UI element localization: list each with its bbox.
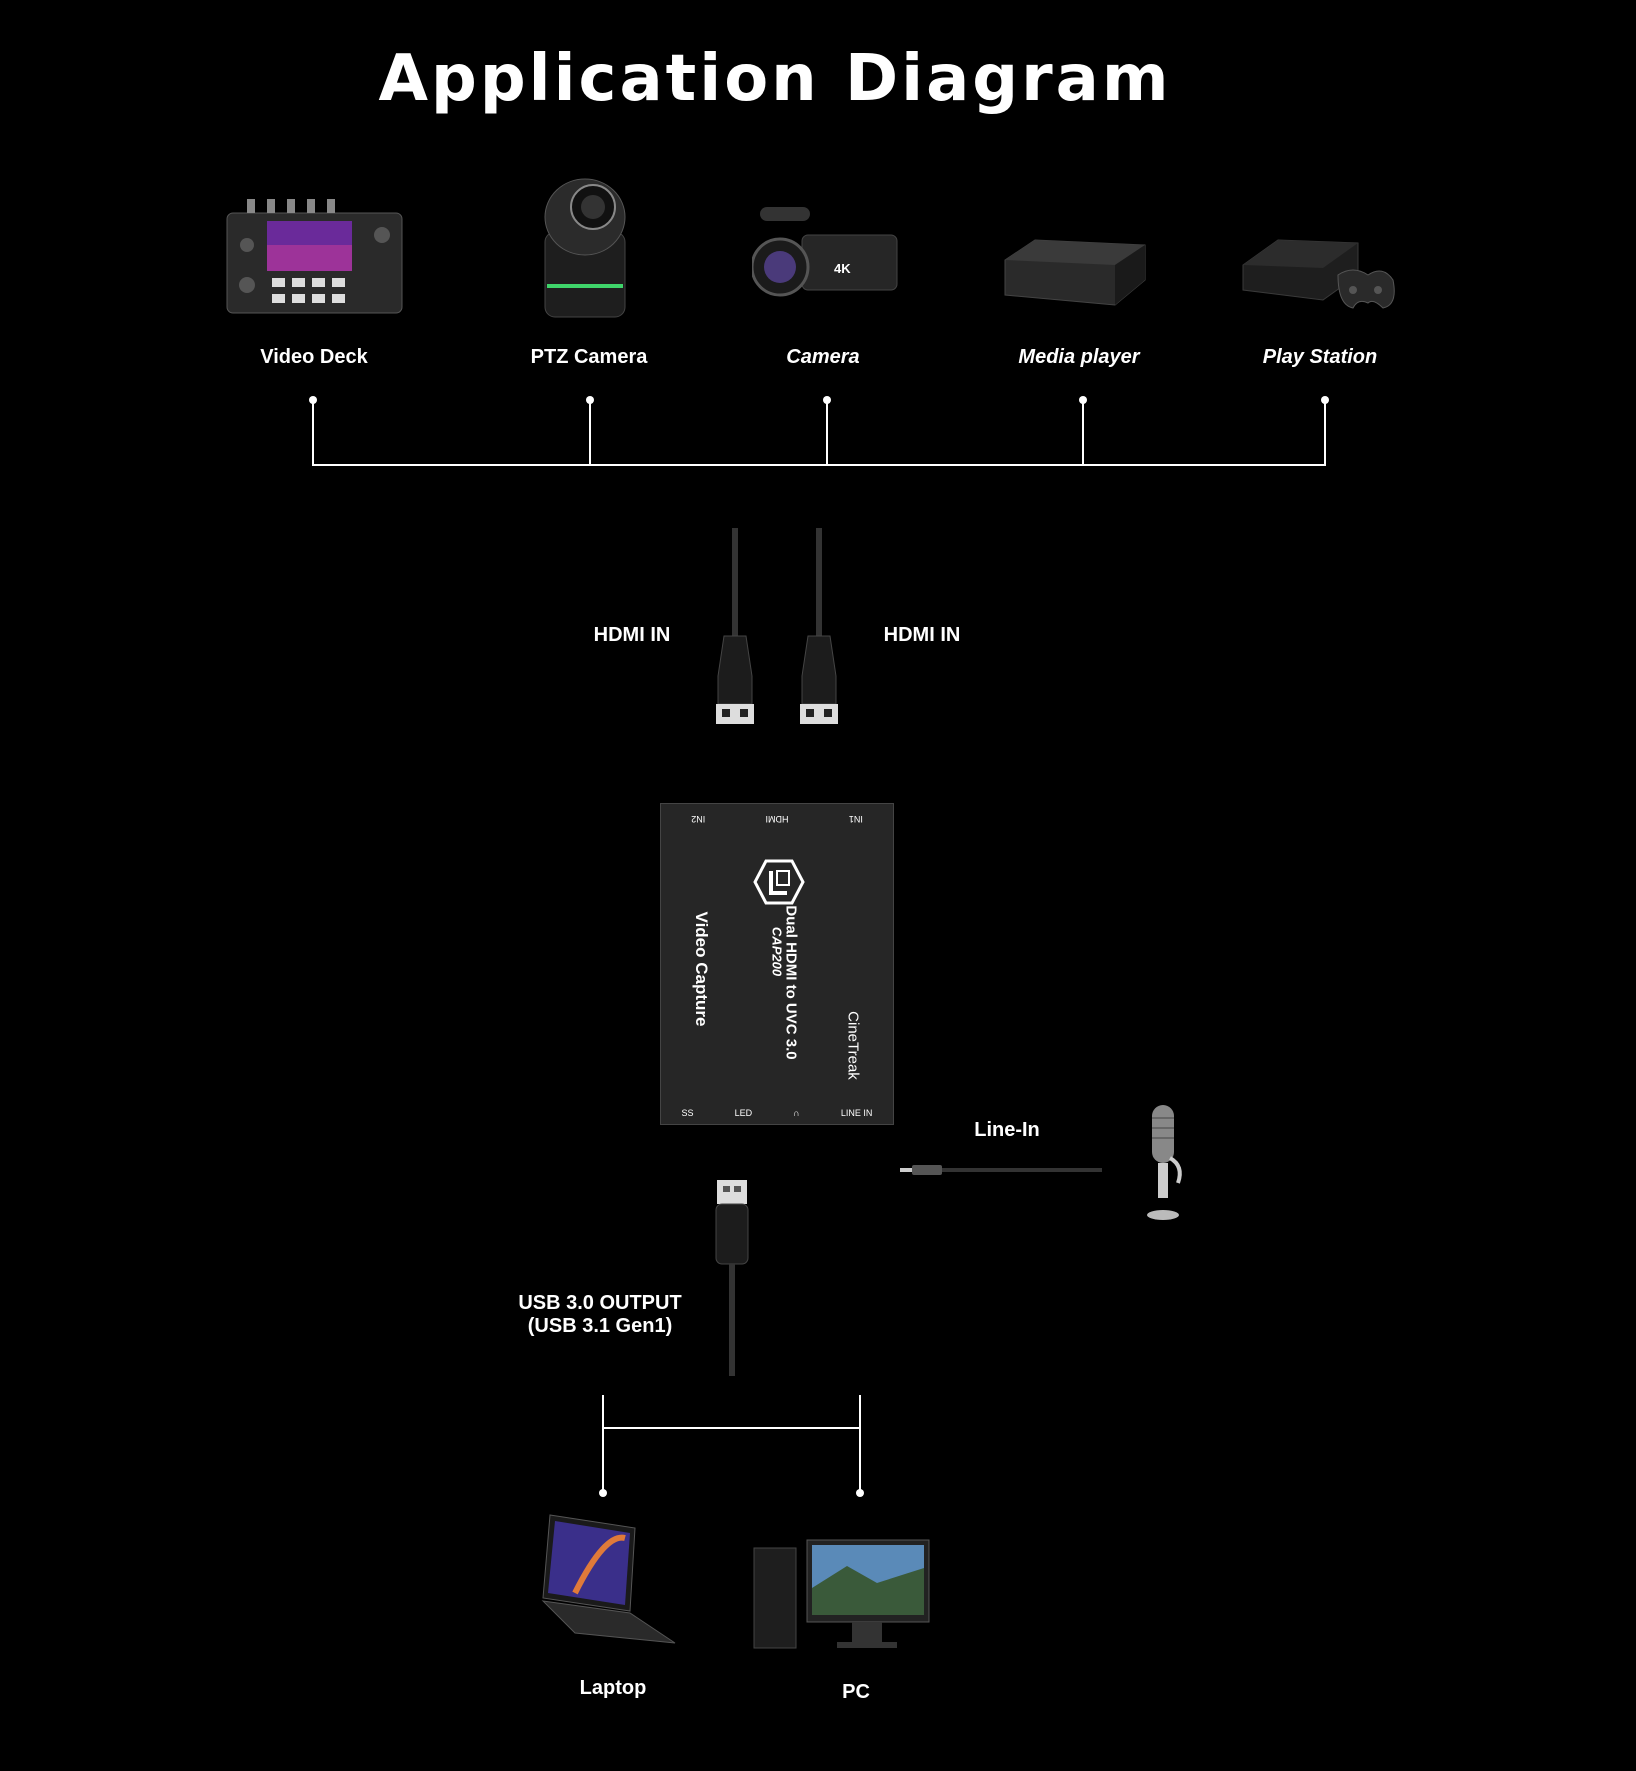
port-labels-top: IN1 HDMI IN2 — [661, 814, 893, 824]
port-labels-bottom: SS LED ∩ LINE IN — [661, 1108, 893, 1118]
usb-output-label: USB 3.0 OUTPUT (USB 3.1 Gen1) — [508, 1292, 692, 1338]
microphone-icon — [1140, 1103, 1190, 1223]
port-in2: IN2 — [691, 814, 705, 824]
target-label-laptop: Laptop — [580, 1677, 647, 1700]
port-in1: IN1 — [849, 814, 863, 824]
usb-output-line2: (USB 3.1 Gen1) — [508, 1315, 692, 1338]
port-hdmi: HDMI — [766, 814, 789, 824]
hdmi-in-right-label: HDMI IN — [884, 624, 961, 647]
hdmi-in-left-label: HDMI IN — [594, 624, 671, 647]
target-label-pc: PC — [842, 1681, 870, 1704]
port-headphone: ∩ — [793, 1108, 799, 1118]
port-linein: LINE IN — [841, 1108, 873, 1118]
hdmi-cable-left-icon — [710, 528, 760, 728]
device-model-label: CAP200 — [770, 907, 785, 997]
hdmi-cable-right-icon — [794, 528, 844, 728]
usb-cable-icon — [712, 1178, 752, 1378]
port-usb: SS — [682, 1108, 694, 1118]
device-type-label: Video Capture — [691, 904, 711, 1034]
capture-device: IN1 HDMI IN2 Video Capture Dual HDMI to … — [660, 803, 894, 1125]
laptop-icon — [535, 1513, 680, 1653]
audio-cable-icon — [900, 1160, 1105, 1180]
line-in-label: Line-In — [974, 1119, 1040, 1142]
port-led: LED — [735, 1108, 753, 1118]
device-name-label: Dual HDMI to UVC 3.0 — [783, 893, 800, 1073]
device-brand-label: CineTreak — [845, 996, 862, 1096]
pc-icon — [752, 1538, 932, 1653]
usb-output-line1: USB 3.0 OUTPUT — [508, 1292, 692, 1315]
